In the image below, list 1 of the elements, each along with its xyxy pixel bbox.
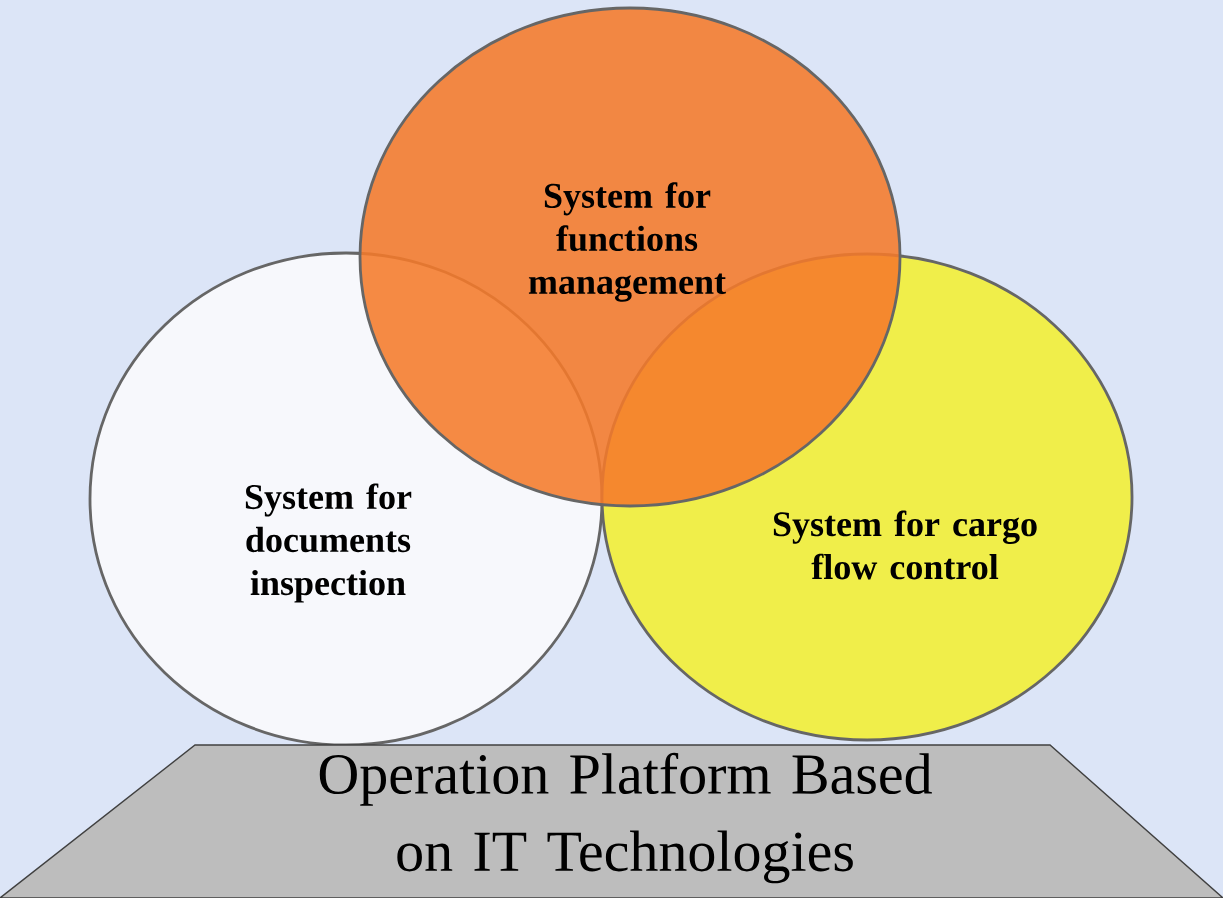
platform-trapezoid: Operation Platform Based on IT Technologies	[0, 744, 1223, 898]
